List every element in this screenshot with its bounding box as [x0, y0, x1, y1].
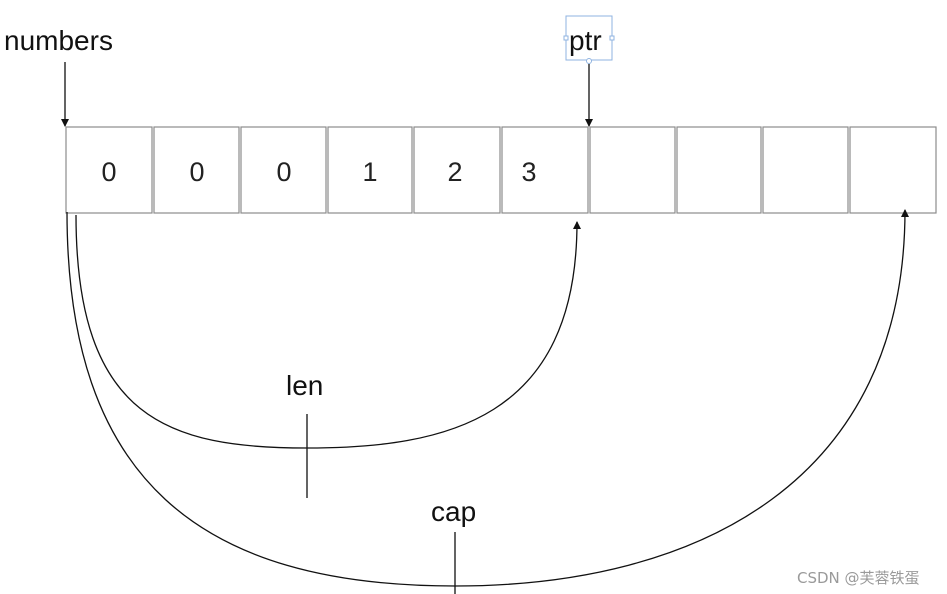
array-cell-value: 0 — [276, 157, 291, 187]
array-cells: 0 0 0 1 2 3 — [65, 126, 937, 214]
array-cell-value: 2 — [447, 157, 462, 187]
watermark: CSDN @芙蓉铁蛋 — [797, 569, 920, 587]
array-cell — [589, 126, 676, 214]
array-cell — [153, 126, 240, 214]
numbers-label: numbers — [4, 25, 113, 56]
array-cell — [240, 126, 327, 214]
array-cell — [413, 126, 501, 214]
array-cell — [327, 126, 413, 214]
array-cell — [65, 126, 153, 214]
array-cell — [762, 126, 849, 214]
ptr-handle-left[interactable] — [563, 35, 569, 41]
cap-label: cap — [431, 496, 476, 527]
ptr-handle-bottom[interactable] — [586, 58, 592, 64]
array-cell — [501, 126, 589, 214]
ptr-handle-right[interactable] — [609, 35, 615, 41]
ptr-label: ptr — [569, 25, 602, 56]
array-cell-value: 1 — [362, 157, 377, 187]
array-cell-value: 3 — [521, 157, 536, 187]
array-cell-value: 0 — [101, 157, 116, 187]
len-label: len — [286, 370, 323, 401]
array-cell — [849, 126, 937, 214]
array-cell — [676, 126, 762, 214]
array-cell-value: 0 — [189, 157, 204, 187]
cap-arc — [66, 209, 909, 587]
len-arc — [75, 214, 581, 449]
